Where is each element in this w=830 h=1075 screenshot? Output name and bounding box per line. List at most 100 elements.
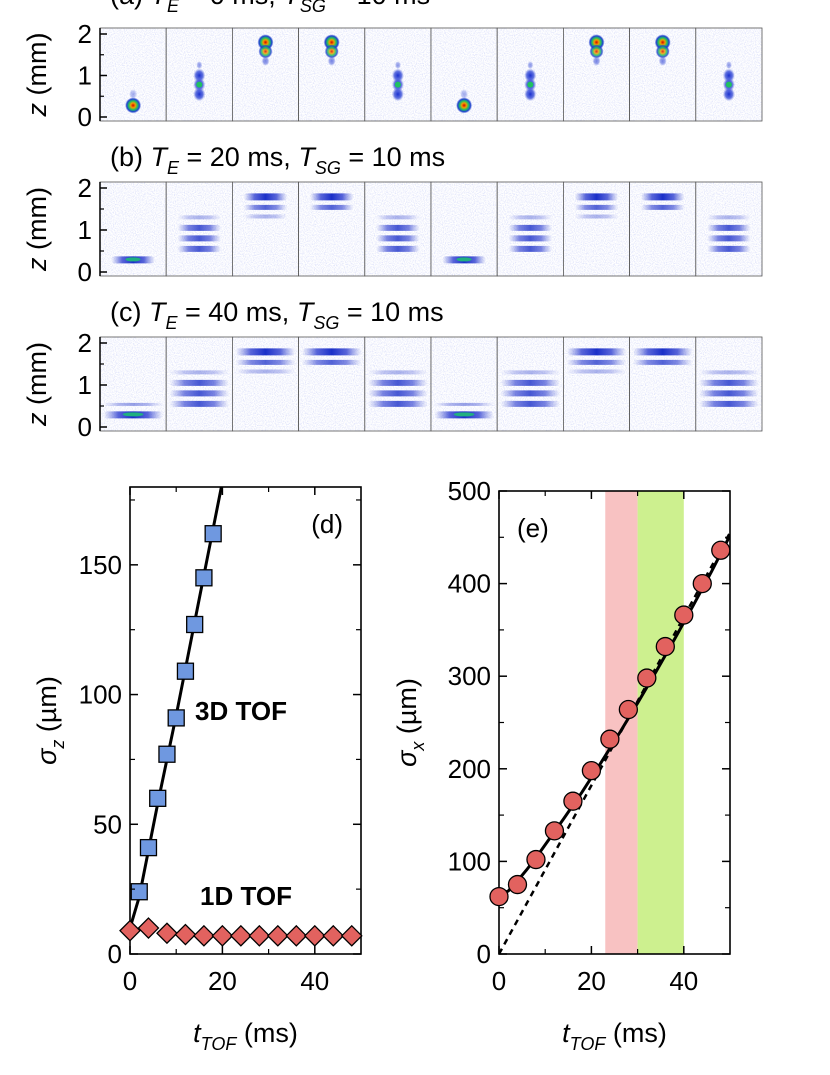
y-tick-label: 1 [78, 215, 92, 245]
data-point [526, 849, 546, 870]
y-tick-label: 100 [448, 846, 491, 876]
atom-band [574, 214, 619, 219]
data-point [156, 922, 178, 945]
atom-band [103, 402, 163, 406]
atom-band [368, 390, 428, 397]
data-point [266, 924, 289, 947]
data-point [600, 729, 620, 749]
atom-band [301, 348, 362, 356]
image-frame [165, 181, 233, 277]
image-frame [695, 27, 763, 122]
atom-cloud [327, 55, 336, 66]
atom-cloud [394, 61, 401, 70]
atom-cloud [456, 97, 473, 114]
image-frame [629, 181, 697, 277]
data-point [211, 924, 234, 947]
atom-band [368, 379, 428, 386]
atom-cloud [592, 55, 601, 66]
image-frame [430, 336, 498, 432]
y-tick-label: 100 [79, 680, 122, 710]
atom-band [707, 224, 751, 231]
y-axis-label: z (mm) [22, 342, 52, 427]
atom-band [500, 400, 561, 407]
atom-cloud-core [196, 81, 203, 88]
atom-band [309, 193, 354, 201]
y-axis-label: z (mm) [22, 187, 52, 272]
atom-band [699, 400, 759, 407]
image-frame [298, 181, 366, 277]
x-tick-label: 40 [669, 966, 698, 996]
atom-band [243, 214, 288, 219]
atom-band [632, 359, 693, 365]
atom-cloud-core [527, 81, 534, 88]
plot-area [499, 491, 730, 954]
y-tick-label: 1 [78, 61, 92, 91]
data-point [149, 789, 167, 807]
data-point [167, 709, 185, 727]
y-axis-label: z (mm) [22, 33, 52, 118]
atom-band [235, 359, 296, 365]
data-point [563, 791, 583, 811]
data-point [637, 668, 657, 688]
atom-band [376, 235, 420, 242]
image-frame [298, 336, 366, 432]
atom-band [169, 400, 230, 407]
data-point [139, 838, 158, 857]
atom-band [177, 215, 222, 220]
atom-band [500, 379, 561, 386]
atom-cloud [129, 89, 138, 100]
atom-band [508, 224, 553, 231]
y-tick-label: 400 [448, 569, 491, 599]
x-tick-label: 40 [300, 966, 329, 996]
atom-band-core [456, 257, 472, 262]
atom-band [376, 245, 420, 252]
atom-band [699, 390, 759, 397]
data-point [674, 605, 694, 625]
y-tick-label: 500 [448, 476, 491, 506]
absorption-panel-title: (b) TE = 20 ms, TSG = 10 ms [110, 142, 445, 178]
atom-band [243, 204, 288, 210]
series-1 [119, 917, 363, 947]
atom-band-core [122, 412, 144, 417]
data-point [581, 761, 602, 781]
frame-border [695, 181, 763, 277]
atom-band [301, 359, 362, 365]
atom-cloud [527, 61, 534, 70]
atom-band [574, 193, 619, 201]
atom-band [640, 193, 685, 201]
atom-band [177, 224, 222, 231]
image-frame [496, 336, 564, 432]
atom-cloud [193, 87, 206, 102]
x-tick-label: 0 [492, 966, 506, 996]
y-tick-label: 200 [448, 754, 491, 784]
atom-cloud [524, 87, 537, 102]
absorption-panel-title: (c) TE = 40 ms, TSG = 10 ms [110, 297, 444, 333]
y-tick-label: 0 [78, 412, 92, 442]
data-point [158, 745, 176, 763]
y-tick-label: 0 [108, 939, 122, 969]
atom-cloud [655, 44, 670, 59]
data-point [204, 525, 222, 543]
y-tick-label: 2 [78, 328, 92, 358]
data-point [229, 924, 252, 947]
atom-band [500, 370, 561, 375]
data-point [489, 886, 509, 907]
y-tick-label: 0 [78, 102, 92, 132]
linear-fit-line [499, 532, 730, 954]
atom-band [243, 193, 288, 201]
x-tick-label: 20 [208, 966, 237, 996]
atom-band [707, 215, 751, 220]
shaded-region [637, 491, 684, 954]
y-tick-label: 0 [78, 257, 92, 287]
image-frame [629, 336, 697, 432]
data-point [692, 573, 712, 594]
data-point [655, 636, 675, 657]
atom-band [699, 379, 759, 386]
frame-border [695, 27, 763, 122]
image-frame [99, 336, 167, 432]
panel-label: (e) [517, 513, 549, 543]
